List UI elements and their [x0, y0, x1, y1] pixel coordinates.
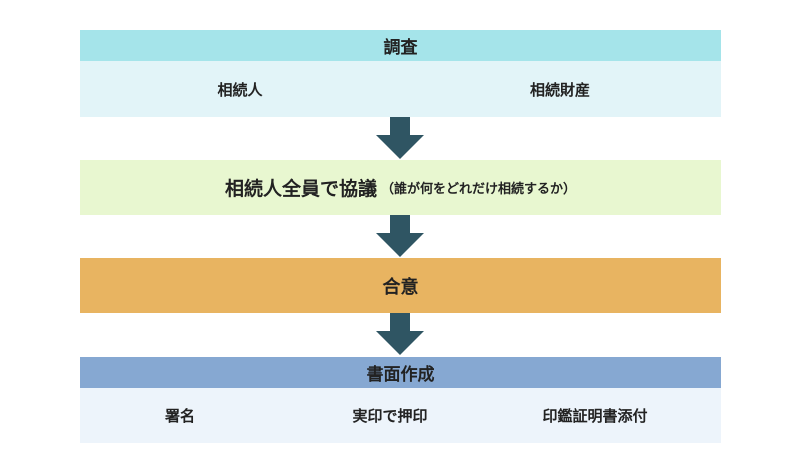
document-body: 署名 実印で押印 印鑑証明書添付: [80, 388, 721, 443]
flow-arrow-2: [376, 215, 424, 257]
survey-title: 調査: [383, 38, 418, 58]
survey-header: 調査: [80, 30, 721, 61]
document-item-certificate: 印鑑証明書添付: [542, 407, 648, 425]
document-item-signature: 署名: [164, 407, 195, 425]
document-item-seal: 実印で押印: [352, 407, 428, 425]
flow-arrow-1: [376, 117, 424, 159]
survey-item-assets: 相続財産: [529, 80, 590, 99]
discussion-note: （誰が何をどれだけ相続するか）: [381, 182, 577, 197]
agreement-title: 合意: [382, 276, 419, 298]
discussion-step: 相続人全員で協議 （誰が何をどれだけ相続するか）: [80, 160, 721, 215]
survey-item-heirs: 相続人: [217, 80, 263, 99]
agreement-step: 合意: [80, 258, 721, 313]
flow-arrow-3: [376, 313, 424, 355]
document-title: 書面作成: [366, 365, 435, 385]
discussion-title: 相続人全員で協議: [224, 178, 377, 200]
survey-body: 相続人 相続財産: [80, 61, 721, 117]
document-header: 書面作成: [80, 357, 721, 388]
